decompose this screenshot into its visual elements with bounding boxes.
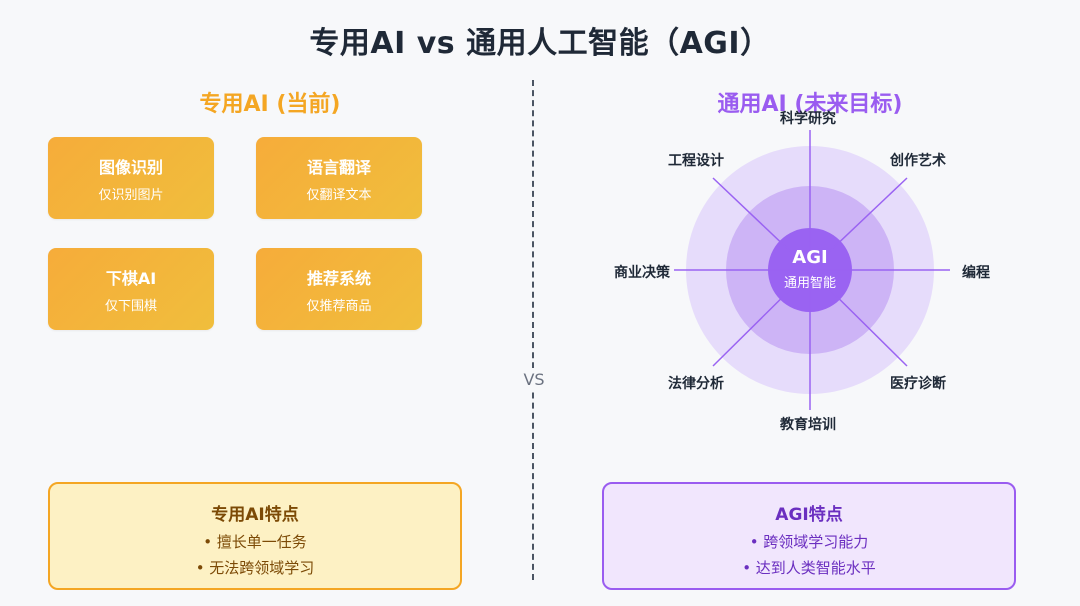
card-title: 下棋AI xyxy=(105,268,157,288)
node-science: 科学研究 xyxy=(780,111,836,127)
card-recommendation: 推荐系统 仅推荐商品 xyxy=(256,248,422,330)
agi-features: AGI特点 • 跨领域学习能力 • 达到人类智能水平 xyxy=(602,482,1016,590)
card-chess-ai: 下棋AI 仅下围棋 xyxy=(48,248,214,330)
node-business: 商业决策 xyxy=(614,265,670,281)
card-title: 推荐系统 xyxy=(306,268,371,288)
feature-item: • 达到人类智能水平 xyxy=(742,559,876,577)
node-programming: 编程 xyxy=(962,265,990,281)
card-title: 语言翻译 xyxy=(306,157,371,177)
node-law: 法律分析 xyxy=(668,376,724,392)
spokes xyxy=(674,130,950,410)
node-medical: 医疗诊断 xyxy=(890,376,946,392)
features-list: • 跨领域学习能力 • 达到人类智能水平 xyxy=(604,531,1014,578)
general-ai-title: 通用AI (未来目标) xyxy=(717,92,903,117)
features-list: • 擅长单一任务 • 无法跨领域学习 xyxy=(50,531,460,578)
card-subtitle: 仅翻译文本 xyxy=(306,187,372,203)
spoke-top-right xyxy=(809,177,908,271)
spoke-bottom-left xyxy=(712,269,811,367)
feature-item: • 跨领域学习能力 xyxy=(749,533,869,551)
specialized-ai-features: 专用AI特点 • 擅长单一任务 • 无法跨领域学习 xyxy=(48,482,462,590)
vs-label: VS xyxy=(519,368,549,391)
node-engineering: 工程设计 xyxy=(668,153,724,169)
node-art: 创作艺术 xyxy=(890,153,946,169)
spoke-bottom-right xyxy=(809,269,908,367)
spoke-top-left xyxy=(712,177,811,271)
feature-item: • 擅长单一任务 xyxy=(203,533,307,551)
card-title: 图像识别 xyxy=(98,157,163,177)
card-image-recognition: 图像识别 仅识别图片 xyxy=(48,137,214,219)
specialized-ai-title: 专用AI (当前) xyxy=(199,92,341,117)
page-title: 专用AI vs 通用人工智能（AGI） xyxy=(309,26,771,61)
card-subtitle: 仅下围棋 xyxy=(104,298,157,314)
agi-center-sub: 通用智能 xyxy=(783,276,836,291)
agi-center-label: AGI 通用智能 xyxy=(770,233,850,313)
vs-divider xyxy=(532,80,534,580)
card-subtitle: 仅识别图片 xyxy=(98,187,164,203)
features-title: 专用AI特点 xyxy=(211,505,299,525)
feature-item: • 无法跨领域学习 xyxy=(195,559,315,577)
agi-radial-diagram xyxy=(674,130,950,410)
features-title: AGI特点 xyxy=(775,505,843,525)
card-translation: 语言翻译 仅翻译文本 xyxy=(256,137,422,219)
card-subtitle: 仅推荐商品 xyxy=(306,298,372,314)
agi-center-main: AGI xyxy=(792,247,828,268)
node-education: 教育培训 xyxy=(780,417,836,433)
